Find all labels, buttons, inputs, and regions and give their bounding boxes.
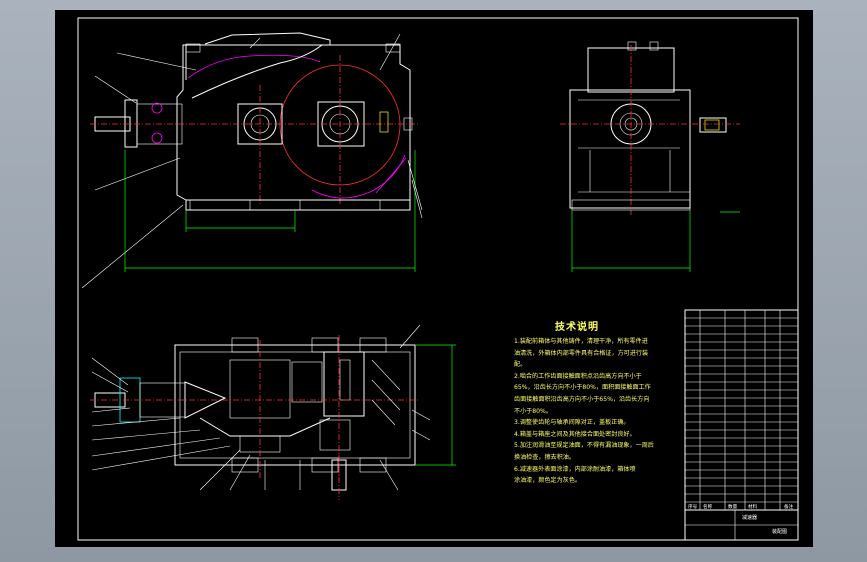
note-line: 齿面接触面积沿齿高方向不小于65%，沿齿长方向 xyxy=(514,395,650,403)
parts-list xyxy=(684,309,799,541)
note-line: 不小于80%。 xyxy=(514,407,552,415)
note-line: 4.箱盖与箱座之间及其他接合面处密封良好。 xyxy=(514,430,636,438)
note-line: 油清洗，外箱体内部零件具有合格证，方可进行装 xyxy=(514,349,649,357)
plan-housing-outline xyxy=(174,344,416,466)
title-block-header-cell: 名称 xyxy=(703,505,713,510)
title-block-header-cell: 数量 xyxy=(728,505,738,510)
title-block-drawing-code: 装配图 xyxy=(772,529,788,535)
title-block-header-cell: 备注 xyxy=(784,505,794,510)
technical-notes: 1.装配前箱体与其他铸件，清理干净，所有零件进 油清洗，外箱体内部零件具有合格证… xyxy=(514,336,684,487)
note-line: 涂油漆，颜色定为灰色。 xyxy=(514,477,582,485)
technical-notes-title: 技术说明 xyxy=(555,322,599,333)
side-view xyxy=(560,41,740,272)
note-line: 配。 xyxy=(514,361,527,369)
note-line: 65%，沿齿长方向不小于80%，面积面接触面工作 xyxy=(514,384,651,392)
title-block-header-cell: 序号 xyxy=(688,505,698,510)
top-section-view xyxy=(90,324,456,500)
title-block-header-cell: 材料 xyxy=(748,505,758,510)
drawing-frame xyxy=(77,17,799,541)
note-line: 6.减速器外表面涂漆，内部涂耐油漆，箱体喷 xyxy=(514,465,636,473)
note-line: 换油检查，擦去积油。 xyxy=(514,453,575,461)
note-line: 5.加注润滑油至规定油面，不得有漏油现象，一周后 xyxy=(514,442,654,450)
note-line: 1.装配前箱体与其他铸件，清理干净，所有零件进 xyxy=(514,338,648,345)
side-housing-outline xyxy=(569,89,691,209)
title-block-drawing-name: 减速器 xyxy=(742,515,758,521)
sheet-background xyxy=(55,10,813,547)
front-view xyxy=(81,32,423,289)
note-line: 3.调整使齿轮与轴承间隙对正，盖板正确。 xyxy=(514,419,630,427)
note-line: 2.啮合的工作齿面接触面积点沿齿高方向不小于 xyxy=(514,372,642,380)
